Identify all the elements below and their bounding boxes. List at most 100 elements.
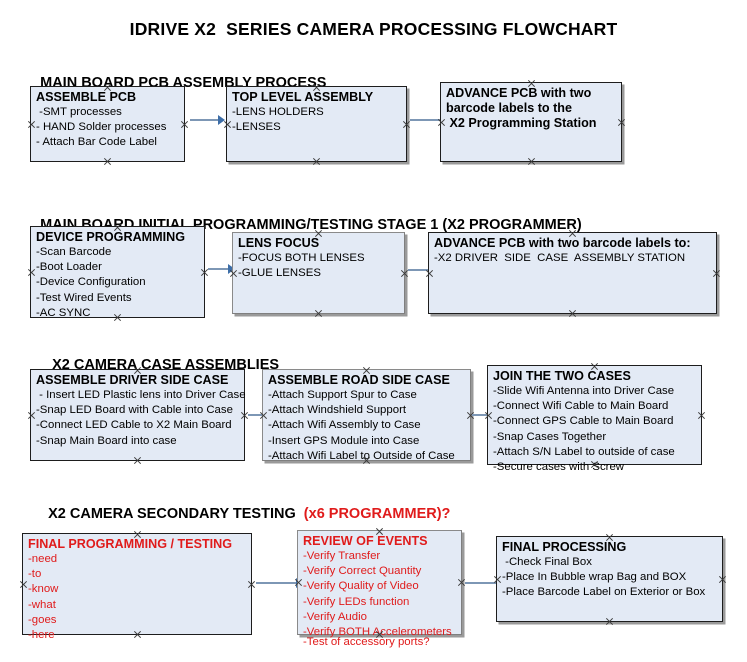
box-advance-pcb-programming-station[interactable]: ADVANCE PCB with two barcode labels to t… [440, 82, 622, 162]
box-line: -LENS HOLDERS [232, 105, 324, 118]
box-advance-pcb-driver-side-case-content: ADVANCE PCB with two barcode labels to: … [429, 233, 716, 266]
box-line: -goes [28, 613, 57, 626]
box-title: ASSEMBLE DRIVER SIDE CASE [36, 373, 229, 387]
box-line: -SMT processes [36, 105, 122, 118]
box-line-overflow: -Test of accessory ports? [303, 635, 430, 648]
box-title: ASSEMBLE PCB [36, 90, 137, 104]
box-title: ADVANCE PCB with two [446, 86, 592, 100]
connector-handle-bottom[interactable] [605, 617, 614, 626]
box-line: -Connect LED Cable to X2 Main Board [36, 419, 232, 432]
box-advance-pcb-programming-station-content: ADVANCE PCB with two barcode labels to t… [441, 83, 621, 131]
box-lens-focus-content: LENS FOCUS -FOCUS BOTH LENSES -GLUE LENS… [233, 233, 404, 281]
box-assemble-driver-side-case[interactable]: ASSEMBLE DRIVER SIDE CASE - Insert LED P… [30, 369, 246, 461]
box-lens-focus[interactable]: LENS FOCUS -FOCUS BOTH LENSES -GLUE LENS… [232, 232, 405, 314]
box-top-level-assembly-content: TOP LEVEL ASSEMBLY -LENS HOLDERS -LENSES [227, 87, 406, 135]
arrow-shaft [256, 582, 298, 584]
box-line: -Secure cases with Screw [493, 461, 625, 474]
box-title: LENS FOCUS [238, 236, 320, 250]
box-line: -to [28, 568, 42, 581]
box-line: -FOCUS BOTH LENSES [238, 251, 365, 264]
arrow-connector [208, 264, 236, 274]
box-assemble-road-side-case-content: ASSEMBLE ROAD SIDE CASE -Attach Support … [263, 370, 470, 464]
box-review-of-events[interactable]: REVIEW OF EVENTS -Verify Transfer -Verif… [297, 530, 462, 648]
arrow-shaft [472, 414, 490, 416]
box-title: FINAL PROGRAMMING / TESTING [28, 537, 233, 551]
box-line: -know [28, 583, 59, 596]
connector-handle-bottom[interactable] [312, 157, 321, 166]
box-line: -Verify Correct Quantity [303, 565, 422, 578]
section-heading-4-red-text: (x6 PROGRAMMER)? [303, 506, 451, 522]
box-line: -Insert GPS Module into Case [268, 434, 420, 447]
arrow-head [218, 115, 225, 125]
box-line: -LENSES [232, 121, 281, 134]
box-line: - HAND Solder processes [36, 121, 167, 134]
box-line: -Snap Cases Together [493, 430, 607, 443]
box-line: -Boot Loader [36, 261, 102, 274]
box-title-line2: barcode labels to the [446, 100, 572, 115]
box-advance-pcb-driver-side-case[interactable]: ADVANCE PCB with two barcode labels to: … [428, 232, 717, 314]
connector-handle-bottom[interactable] [314, 309, 323, 318]
box-line: -Verify Transfer [303, 549, 381, 562]
box-line: -GLUE LENSES [238, 267, 321, 280]
arrow-shaft [465, 582, 501, 584]
box-assemble-road-side-case[interactable]: ASSEMBLE ROAD SIDE CASE -Attach Support … [262, 369, 471, 464]
box-line: -Verify Audio [303, 610, 367, 623]
box-line: -Snap Main Board into case [36, 434, 177, 447]
box-line: -Verify LEDs function [303, 595, 410, 608]
box-title: REVIEW OF EVENTS [303, 534, 428, 548]
box-line: -Snap LED Board with Cable into Case [36, 404, 233, 417]
box-line: -Place Barcode Label on Exterior or Box [502, 586, 706, 599]
box-title: FINAL PROCESSING [502, 540, 627, 554]
box-line: -Place In Bubble wrap Bag and BOX [502, 571, 687, 584]
arrow-shaft [408, 269, 435, 271]
box-assemble-pcb[interactable]: ASSEMBLE PCB -SMT processes - HAND Solde… [30, 86, 185, 162]
box-final-programming-testing-content: FINAL PROGRAMMING / TESTING -need -to -k… [23, 534, 251, 644]
box-device-programming-content: DEVICE PROGRAMMING -Scan Barcode -Boot L… [31, 227, 204, 321]
box-title: JOIN THE TWO CASES [493, 369, 631, 383]
box-line: -Connect GPS Cable to Main Board [493, 415, 674, 428]
box-final-processing[interactable]: FINAL PROCESSING -Check Final Box -Place… [496, 536, 723, 622]
box-line: -what [28, 598, 56, 611]
page-title: IDRIVE X2 SERIES CAMERA PROCESSING FLOWC… [129, 19, 618, 39]
box-review-of-events-content: REVIEW OF EVENTS -Verify Transfer -Verif… [298, 531, 461, 641]
box-line: -Attach Wifi Assembly to Case [268, 419, 421, 432]
box-assemble-driver-side-case-content: ASSEMBLE DRIVER SIDE CASE - Insert LED P… [31, 370, 246, 449]
box-line: -Attach S/N Label to outside of case [493, 445, 675, 458]
box-line: -Device Configuration [36, 276, 146, 289]
box-final-processing-content: FINAL PROCESSING -Check Final Box -Place… [497, 537, 722, 601]
box-line: -Test Wired Events [36, 291, 132, 304]
arrow-shaft [410, 119, 442, 121]
box-title: TOP LEVEL ASSEMBLY [232, 90, 374, 104]
box-line: -Scan Barcode [36, 245, 112, 258]
box-line: -X2 DRIVER SIDE CASE ASSEMBLY STATION [434, 251, 686, 264]
arrow-shaft [208, 268, 230, 270]
box-title: ASSEMBLE ROAD SIDE CASE [268, 373, 450, 387]
connector-handle-bottom[interactable] [568, 309, 577, 318]
box-line: - Insert LED Plastic lens into Driver Ca… [36, 388, 246, 401]
connector-handle-right[interactable] [712, 269, 721, 278]
connector-handle-bottom[interactable] [133, 456, 142, 465]
box-line: -Check Final Box [502, 555, 592, 568]
arrow-shaft [190, 119, 220, 121]
box-device-programming[interactable]: DEVICE PROGRAMMING -Scan Barcode -Boot L… [30, 226, 205, 321]
box-line: -AC SYNC [36, 306, 91, 319]
arrow-shaft [248, 414, 267, 416]
connector-handle-bottom[interactable] [103, 157, 112, 166]
box-line: -Verify Quality of Video [303, 580, 419, 593]
box-line: - Attach Bar Code Label [36, 136, 157, 149]
box-line: -Attach Windshield Support [268, 404, 407, 417]
connector-handle-bottom[interactable] [527, 157, 536, 166]
box-line: -Connect Wifi Cable to Main Board [493, 400, 669, 413]
box-top-level-assembly[interactable]: TOP LEVEL ASSEMBLY -LENS HOLDERS -LENSES [226, 86, 407, 162]
section-heading-4: X2 CAMERA SECONDARY TESTING (x6 PROGRAMM… [32, 490, 450, 538]
arrow-connector [190, 115, 226, 125]
section-heading-4-text: X2 CAMERA SECONDARY TESTING [48, 506, 304, 522]
box-final-programming-testing[interactable]: FINAL PROGRAMMING / TESTING -need -to -k… [22, 533, 252, 641]
arrow-head [228, 264, 235, 274]
box-join-the-two-cases-content: JOIN THE TWO CASES -Slide Wifi Antenna i… [488, 366, 701, 476]
box-line: -need [28, 552, 58, 565]
box-line: -Slide Wifi Antenna into Driver Case [493, 384, 675, 397]
box-line: -here [28, 629, 55, 642]
box-join-the-two-cases[interactable]: JOIN THE TWO CASES -Slide Wifi Antenna i… [487, 365, 702, 473]
